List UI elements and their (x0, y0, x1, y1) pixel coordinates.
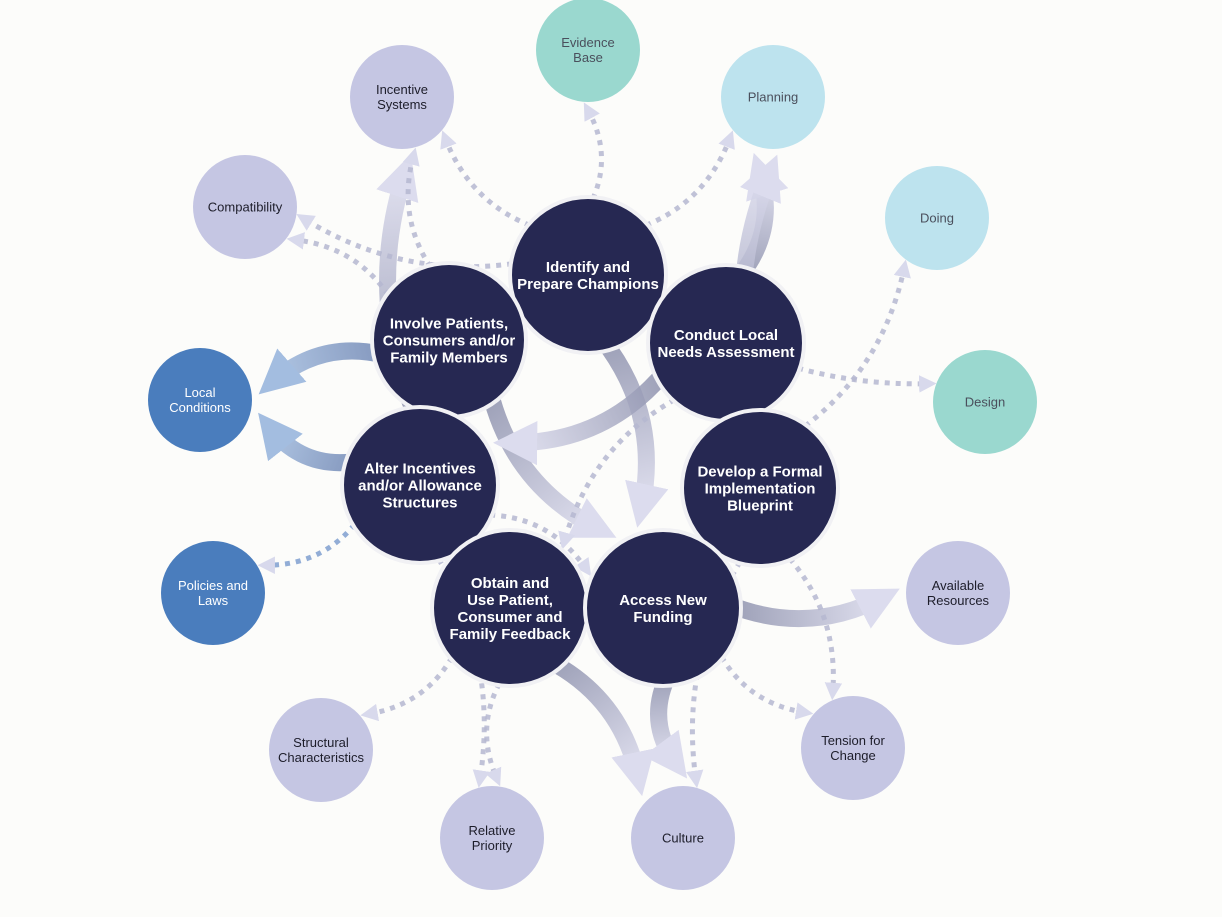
node-evidence-label: Evidence (561, 35, 614, 50)
edge-champions-to-incentive (440, 130, 541, 232)
node-culture[interactable]: Culture (631, 786, 735, 890)
node-relative-circle (440, 786, 544, 890)
edge-blueprint-to-tension (780, 548, 843, 701)
node-alter-label: Structures (382, 494, 457, 511)
node-alter-label: and/or Allowance (358, 477, 482, 494)
node-feedback-label: Obtain and (471, 575, 549, 592)
node-culture-circle (631, 786, 735, 890)
edge-funding-to-available (726, 588, 900, 629)
edge-involve-to-funding (481, 389, 617, 538)
node-involve[interactable]: Involve Patients,Consumers and/orFamily … (370, 261, 528, 419)
node-compat-circle (193, 155, 297, 259)
node-planning-circle (721, 45, 825, 149)
node-doing-circle (885, 166, 989, 270)
node-available-label: Resources (927, 593, 990, 608)
node-alter-circle (340, 405, 500, 565)
node-involve-label: Consumers and/or (383, 332, 516, 349)
edge-blueprint-to-doing (794, 259, 911, 435)
node-local-circle (148, 348, 252, 452)
edge-funding-to-tension (714, 646, 814, 720)
node-evidence-circle (536, 0, 640, 102)
node-involve-label: Involve Patients, (390, 315, 508, 332)
edge-champions-to-planning (634, 130, 735, 232)
node-structural-circle (269, 698, 373, 802)
edge-alter-to-local (258, 412, 360, 472)
node-local-label: Conditions (169, 400, 231, 415)
node-needs-label: Conduct Local (674, 327, 778, 344)
edge-involve-to-local (258, 342, 388, 395)
edge-feedback-to-culture (545, 653, 655, 797)
edge-champions-to-funding (595, 334, 669, 528)
edge-champions-to-compat (296, 214, 524, 270)
node-relative-label: Relative (469, 823, 516, 838)
node-feedback-label: Consumer and (457, 609, 562, 626)
edge-involve-to-incentive (402, 147, 439, 278)
edge-feedback-to-structural (360, 646, 460, 722)
edge-needs-to-feedback (558, 392, 686, 550)
node-needs-label: Needs Assessment (657, 344, 794, 361)
node-funding-circle (583, 528, 743, 688)
node-relative-label: Priority (472, 838, 513, 853)
node-feedback-label: Family Feedback (450, 626, 572, 643)
node-policies-label: Policies and (178, 578, 248, 593)
node-design[interactable]: Design (933, 350, 1037, 454)
node-available-label: Available (932, 578, 985, 593)
edge-champions-to-design (649, 293, 937, 393)
edge-champions-to-evidence (583, 102, 604, 210)
node-tension-circle (801, 696, 905, 800)
node-policies-circle (161, 541, 265, 645)
node-blueprint-label: Blueprint (727, 497, 793, 514)
node-incentive-label: Systems (377, 97, 427, 112)
node-alter-label: Alter Incentives (364, 460, 476, 477)
node-involve-label: Family Members (390, 349, 508, 366)
node-structural-label: Characteristics (278, 750, 364, 765)
node-tension-label: Tension for (821, 733, 885, 748)
node-blueprint-circle (680, 408, 840, 568)
node-doing-label: Doing (920, 211, 954, 226)
node-local-label: Local (184, 385, 215, 400)
node-doing[interactable]: Doing (885, 166, 989, 270)
node-available-circle (906, 541, 1010, 645)
node-planning[interactable]: Planning (721, 45, 825, 149)
node-culture-label: Culture (662, 831, 704, 846)
node-policies-label: Laws (198, 593, 229, 608)
node-incentive-circle (350, 45, 454, 149)
edge-alter-to-policies (257, 514, 364, 574)
node-compat-label: Compatibility (208, 200, 283, 215)
edge-feedback-to-relative (484, 672, 507, 787)
node-blueprint-label: Implementation (705, 480, 816, 497)
edge-needs-to-alter (493, 365, 673, 466)
node-champions-label: Prepare Champions (517, 276, 659, 293)
node-compat[interactable]: Compatibility (193, 155, 297, 259)
node-funding-label: Access New (619, 592, 707, 609)
node-evidence-label: Base (573, 50, 603, 65)
node-champions-label: Identify and (546, 259, 630, 276)
node-design-circle (933, 350, 1037, 454)
node-champions-circle (508, 195, 668, 355)
node-funding-label: Funding (633, 609, 692, 626)
node-design-label: Design (965, 395, 1005, 410)
node-blueprint-label: Develop a Formal (697, 463, 822, 480)
node-incentive-label: Incentive (376, 82, 428, 97)
node-structural-label: Structural (293, 735, 349, 750)
node-feedback-label: Use Patient, (467, 592, 553, 609)
node-tension-label: Change (830, 748, 876, 763)
node-planning-label: Planning (748, 90, 799, 105)
